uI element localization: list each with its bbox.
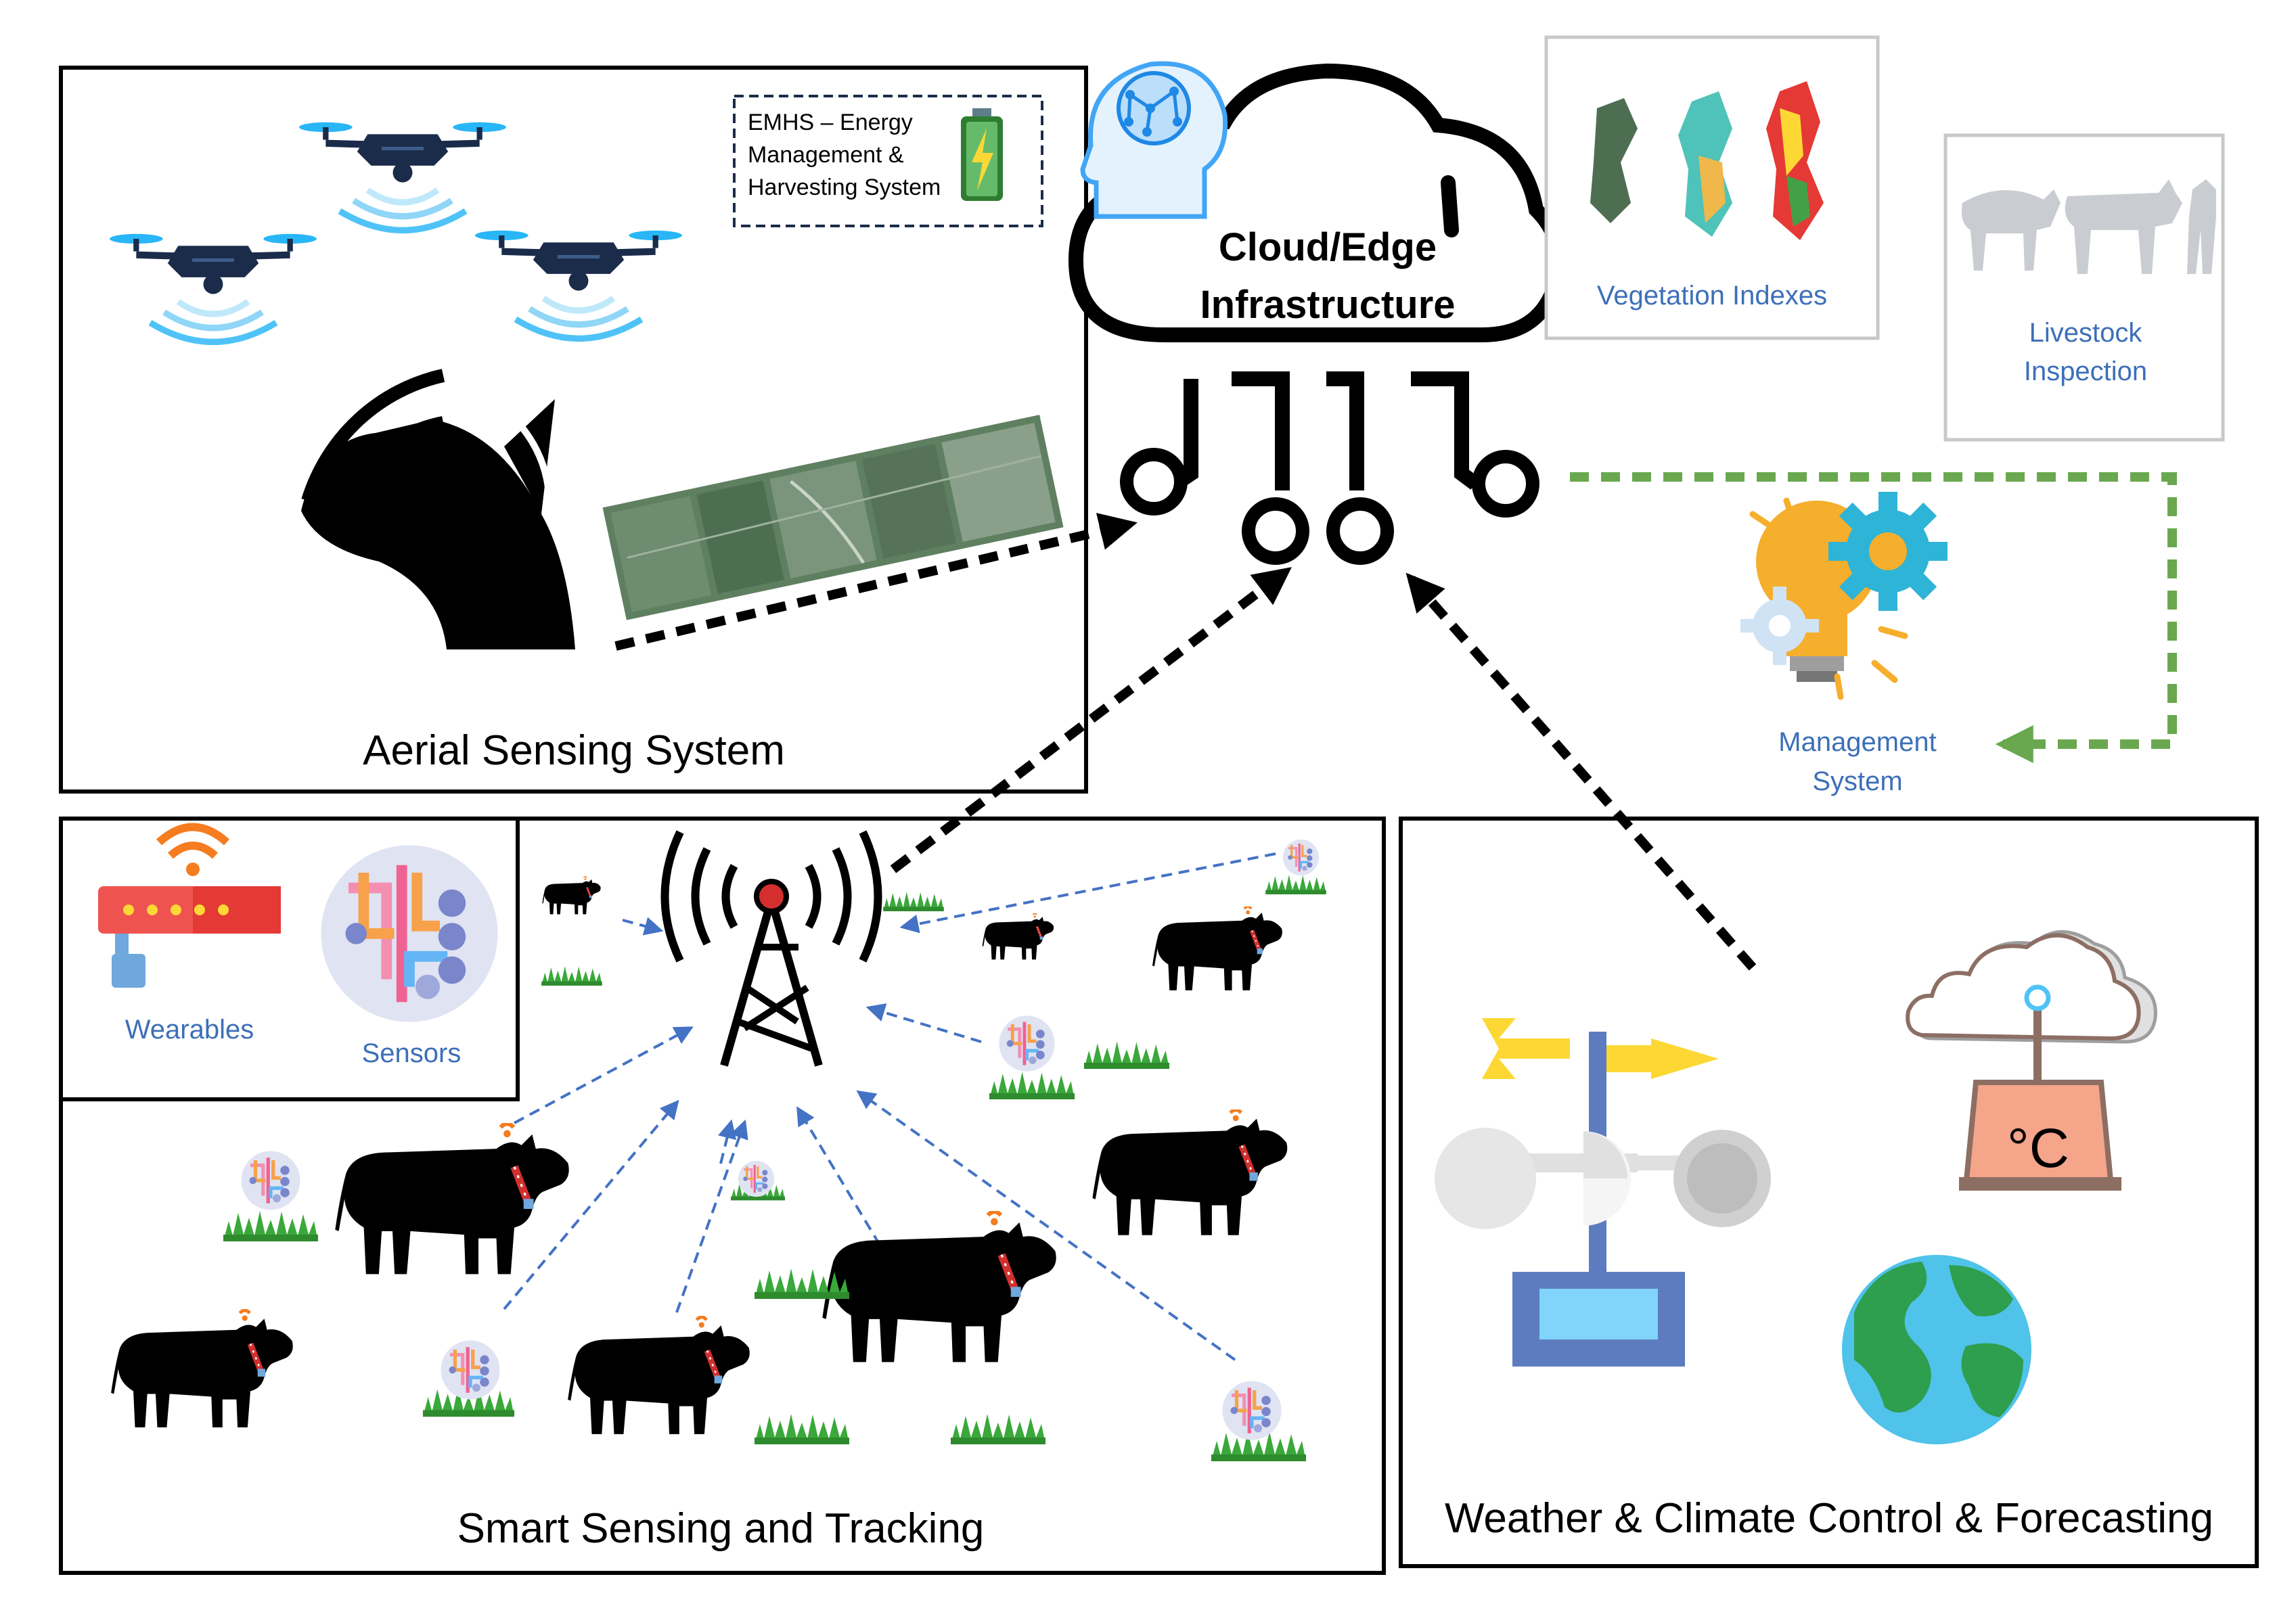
grass-icon <box>541 966 602 986</box>
cloud-icon <box>1068 63 1567 565</box>
aerial-sensing-box <box>59 66 1088 794</box>
cow-icon <box>1152 902 1282 990</box>
sensors-label: Sensors <box>362 1038 462 1068</box>
management-label-line1: Management <box>1778 727 1936 757</box>
cow-icon <box>111 1304 293 1427</box>
sensor-chip-icon <box>441 1341 500 1400</box>
cloud-title-line1: Cloud/Edge <box>1219 225 1437 269</box>
wind-vane-icon <box>1435 1018 1771 1367</box>
satellite-dish-icon <box>301 369 575 649</box>
sensor-chip-icon <box>1282 839 1320 876</box>
sensor-chip-icon <box>1223 1381 1282 1440</box>
cow-icon <box>568 1310 750 1434</box>
sensor-chip-icon <box>738 1160 775 1197</box>
satellite-imagery <box>602 415 1064 620</box>
cow-model-icon <box>1961 179 2216 274</box>
weather-title: Weather & Climate Control & Forecasting <box>1445 1495 2213 1542</box>
globe-icon <box>1842 1255 2031 1444</box>
emhs-label-line3: Harvesting System <box>748 175 941 200</box>
weather-to-cloud-arrow <box>1405 572 1757 971</box>
lightbulb-gear-icon <box>1740 492 1948 700</box>
cow-icon <box>1092 1102 1287 1235</box>
smart-sensing-box <box>59 817 1386 1575</box>
vegetation-label: Vegetation Indexes <box>1597 281 1827 311</box>
tower-to-cloud-arrow <box>890 567 1292 873</box>
drone-icon <box>110 234 317 342</box>
thermometer-unit: °C <box>2007 1118 2069 1179</box>
grass-icon <box>1084 1041 1169 1069</box>
livestock-box <box>1943 133 2225 442</box>
battery-icon <box>961 108 1003 201</box>
grass-icon <box>755 1414 849 1444</box>
aerial-to-cloud-arrow <box>614 513 1138 651</box>
grass-icon <box>883 892 944 911</box>
emhs-label-line2: Management & <box>748 142 904 168</box>
drone-icon <box>299 122 506 231</box>
management-label-line2: System <box>1812 766 1902 796</box>
router-icon <box>98 823 281 988</box>
grass-icon <box>951 1414 1045 1444</box>
livestock-label-line1: Livestock <box>2029 318 2143 348</box>
brain-icon <box>1080 61 1228 219</box>
grass-icon <box>989 1072 1075 1099</box>
vegetation-map-icon <box>1590 81 1824 240</box>
sensor-chip-icon <box>999 1015 1054 1071</box>
grass-icon <box>1265 875 1326 894</box>
sensor-links <box>503 852 1276 1361</box>
emhs-label-line1: EMHS – Energy <box>748 110 913 135</box>
cloud-title-line2: Infrastructure <box>1200 283 1455 327</box>
cow-icon <box>822 1203 1056 1362</box>
cell-tower-icon <box>660 830 882 1067</box>
cow-icon <box>981 913 1055 961</box>
grass-icon <box>223 1211 318 1241</box>
sensor-chip-icon <box>321 846 498 1022</box>
wearables-label: Wearables <box>125 1015 254 1045</box>
smart-sensing-title: Smart Sensing and Tracking <box>457 1505 985 1552</box>
cloud-thermometer-icon <box>1906 930 2157 1191</box>
cow-icon <box>541 876 602 915</box>
aerial-sensing-title: Aerial Sensing System <box>363 727 785 774</box>
livestock-label-line2: Inspection <box>2024 357 2147 386</box>
drone-icon <box>475 231 682 339</box>
cow-icon <box>335 1115 568 1275</box>
weather-box <box>1399 817 2259 1568</box>
data-flow-arrows <box>614 513 1757 971</box>
sensor-chip-icon <box>242 1151 300 1210</box>
